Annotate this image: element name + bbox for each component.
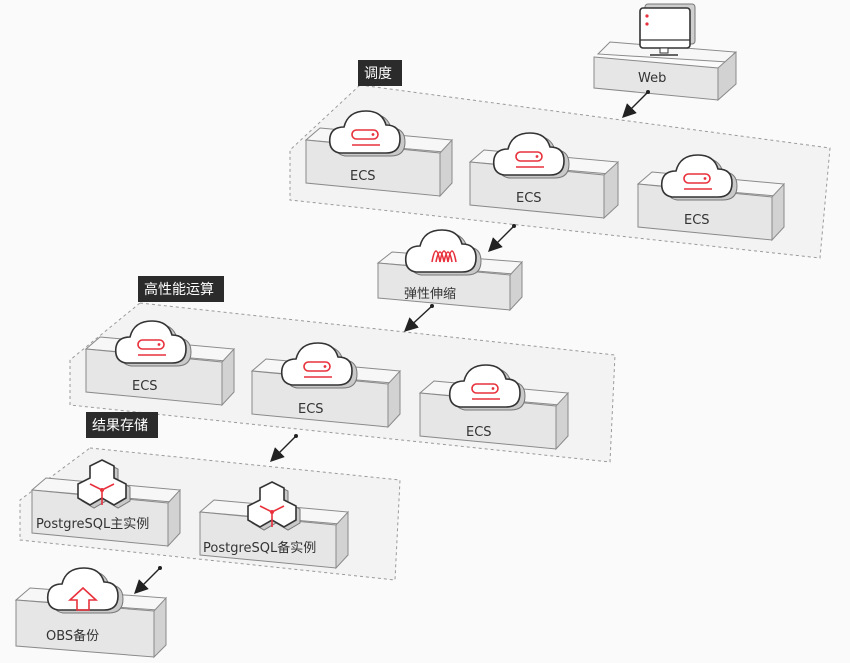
arrow-web-to-scheduling (622, 91, 649, 118)
sched-ecs-node-2[interactable]: ECS (468, 132, 619, 220)
monitor-icon (639, 3, 696, 56)
cloud-ecs-icon (448, 364, 526, 411)
group-tag-storage (86, 412, 158, 438)
arrow-hpc-to-storage (270, 435, 297, 462)
hpc-ecs-node-3[interactable]: ECS (418, 364, 569, 451)
sched-ecs-node-1[interactable]: ECS (304, 110, 453, 198)
group-tag-scheduling (358, 60, 402, 86)
obs-label: OBS备份 (46, 628, 99, 644)
database-cluster-icon (77, 459, 131, 509)
autoscaling-node[interactable]: 弹性伸缩 (376, 229, 523, 312)
sched-ecs-label-1: ECS (350, 169, 376, 184)
sched-ecs-label-3: ECS (684, 213, 710, 228)
hpc-ecs-label-3: ECS (466, 425, 492, 440)
obs-backup-node[interactable]: OBS备份 (14, 567, 167, 659)
cloud-autoscaling-icon (404, 229, 482, 276)
pg-primary-label: PostgreSQL主实例 (36, 517, 149, 532)
group-label-scheduling: 调度 (364, 66, 392, 82)
pg-primary-node[interactable]: PostgreSQL主实例 (30, 459, 181, 548)
sched-ecs-node-3[interactable]: ECS (636, 154, 785, 242)
cloud-ecs-icon (492, 132, 570, 179)
pg-standby-label: PostgreSQL备实例 (203, 540, 316, 556)
group-label-storage: 结果存储 (92, 418, 148, 434)
arrow-autoscaling-to-hpc (403, 305, 433, 332)
cloud-ecs-icon (328, 110, 406, 157)
web-label: Web (638, 71, 666, 86)
hpc-ecs-node-1[interactable]: ECS (84, 320, 235, 407)
hpc-ecs-label-2: ECS (298, 402, 324, 417)
sched-ecs-label-2: ECS (516, 191, 542, 206)
cloud-ecs-icon (114, 320, 192, 367)
cloud-upload-icon (46, 567, 124, 614)
pg-standby-node[interactable]: PostgreSQL备实例 (198, 481, 349, 570)
cloud-ecs-icon (280, 342, 358, 389)
arrow-storage-to-obs (134, 567, 161, 594)
group-tag-hpc (138, 276, 224, 302)
arrow-scheduling-to-autoscaling (488, 225, 515, 252)
hpc-ecs-node-2[interactable]: ECS (250, 342, 401, 429)
web-node[interactable]: Web (593, 3, 737, 102)
database-cluster-icon (247, 481, 301, 531)
hpc-ecs-label-1: ECS (132, 379, 158, 394)
group-label-hpc: 高性能运算 (144, 281, 214, 298)
cloud-ecs-icon (660, 154, 738, 201)
autoscaling-label: 弹性伸缩 (404, 286, 456, 302)
